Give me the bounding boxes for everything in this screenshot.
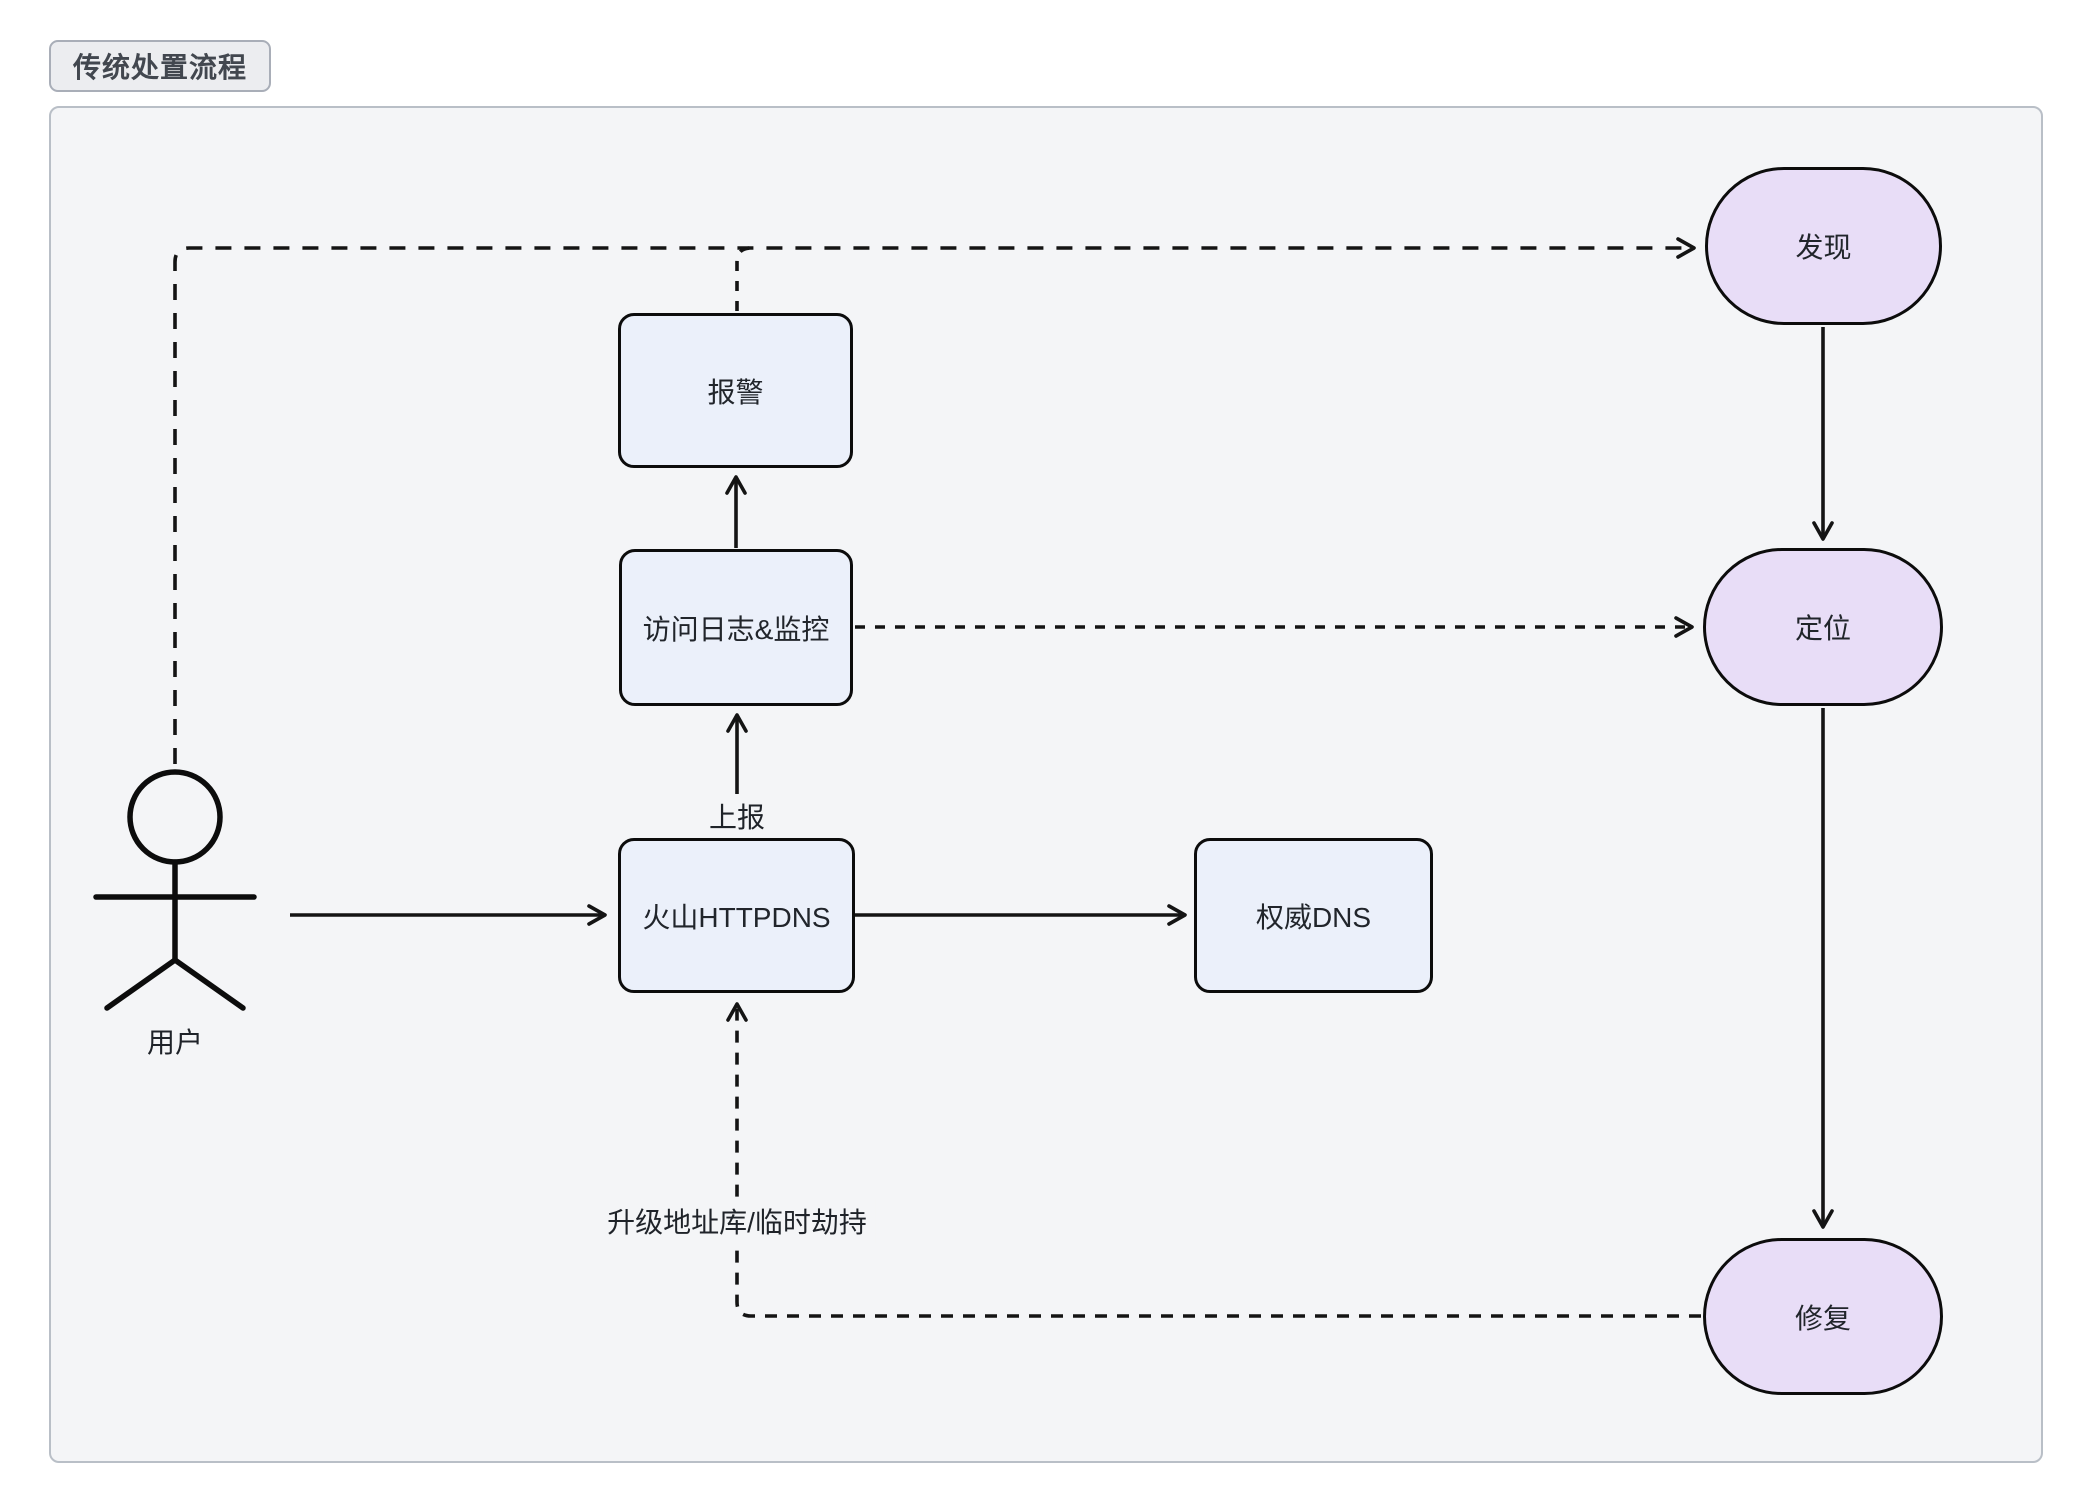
node-fix: 修复 [1703, 1238, 1943, 1395]
node-volcano-httpdns-label: 火山HTTPDNS [642, 901, 831, 933]
node-authoritative-dns: 权威DNS [1194, 838, 1433, 993]
diagram-title-badge: 传统处置流程 [49, 40, 272, 92]
user-label: 用户 [146, 1027, 204, 1058]
user-figure-icon [93, 769, 257, 1011]
node-alarm: 报警 [618, 313, 853, 468]
edge-label-upgrade: 升级地址库/临时劫持 [599, 1199, 875, 1243]
edge-alarm-to-top-line [735, 246, 752, 311]
diagram-title: 传统处置流程 [73, 52, 248, 83]
user-head [127, 769, 223, 865]
user-leg-left [104, 957, 178, 1011]
node-access-logs-monitoring: 访问日志&监控 [619, 549, 853, 706]
edge-user-to-discover [173, 237, 1696, 764]
node-access-logs-monitoring-label: 访问日志&监控 [642, 613, 830, 645]
node-volcano-httpdns: 火山HTTPDNS [618, 838, 855, 993]
node-discover-label: 发现 [1795, 232, 1852, 263]
diagram-canvas [49, 106, 2043, 1463]
node-authoritative-dns-label: 权威DNS [1255, 901, 1372, 933]
node-locate: 定位 [1703, 548, 1943, 706]
node-alarm-label: 报警 [707, 376, 764, 408]
node-locate-label: 定位 [1794, 613, 1851, 644]
node-fix-label: 修复 [1794, 1302, 1851, 1334]
edge-label-report: 上报 [700, 794, 774, 838]
node-discover: 发现 [1705, 167, 1942, 325]
user-leg-right [172, 957, 246, 1011]
edge-fix-to-httpdns [726, 1002, 1701, 1318]
